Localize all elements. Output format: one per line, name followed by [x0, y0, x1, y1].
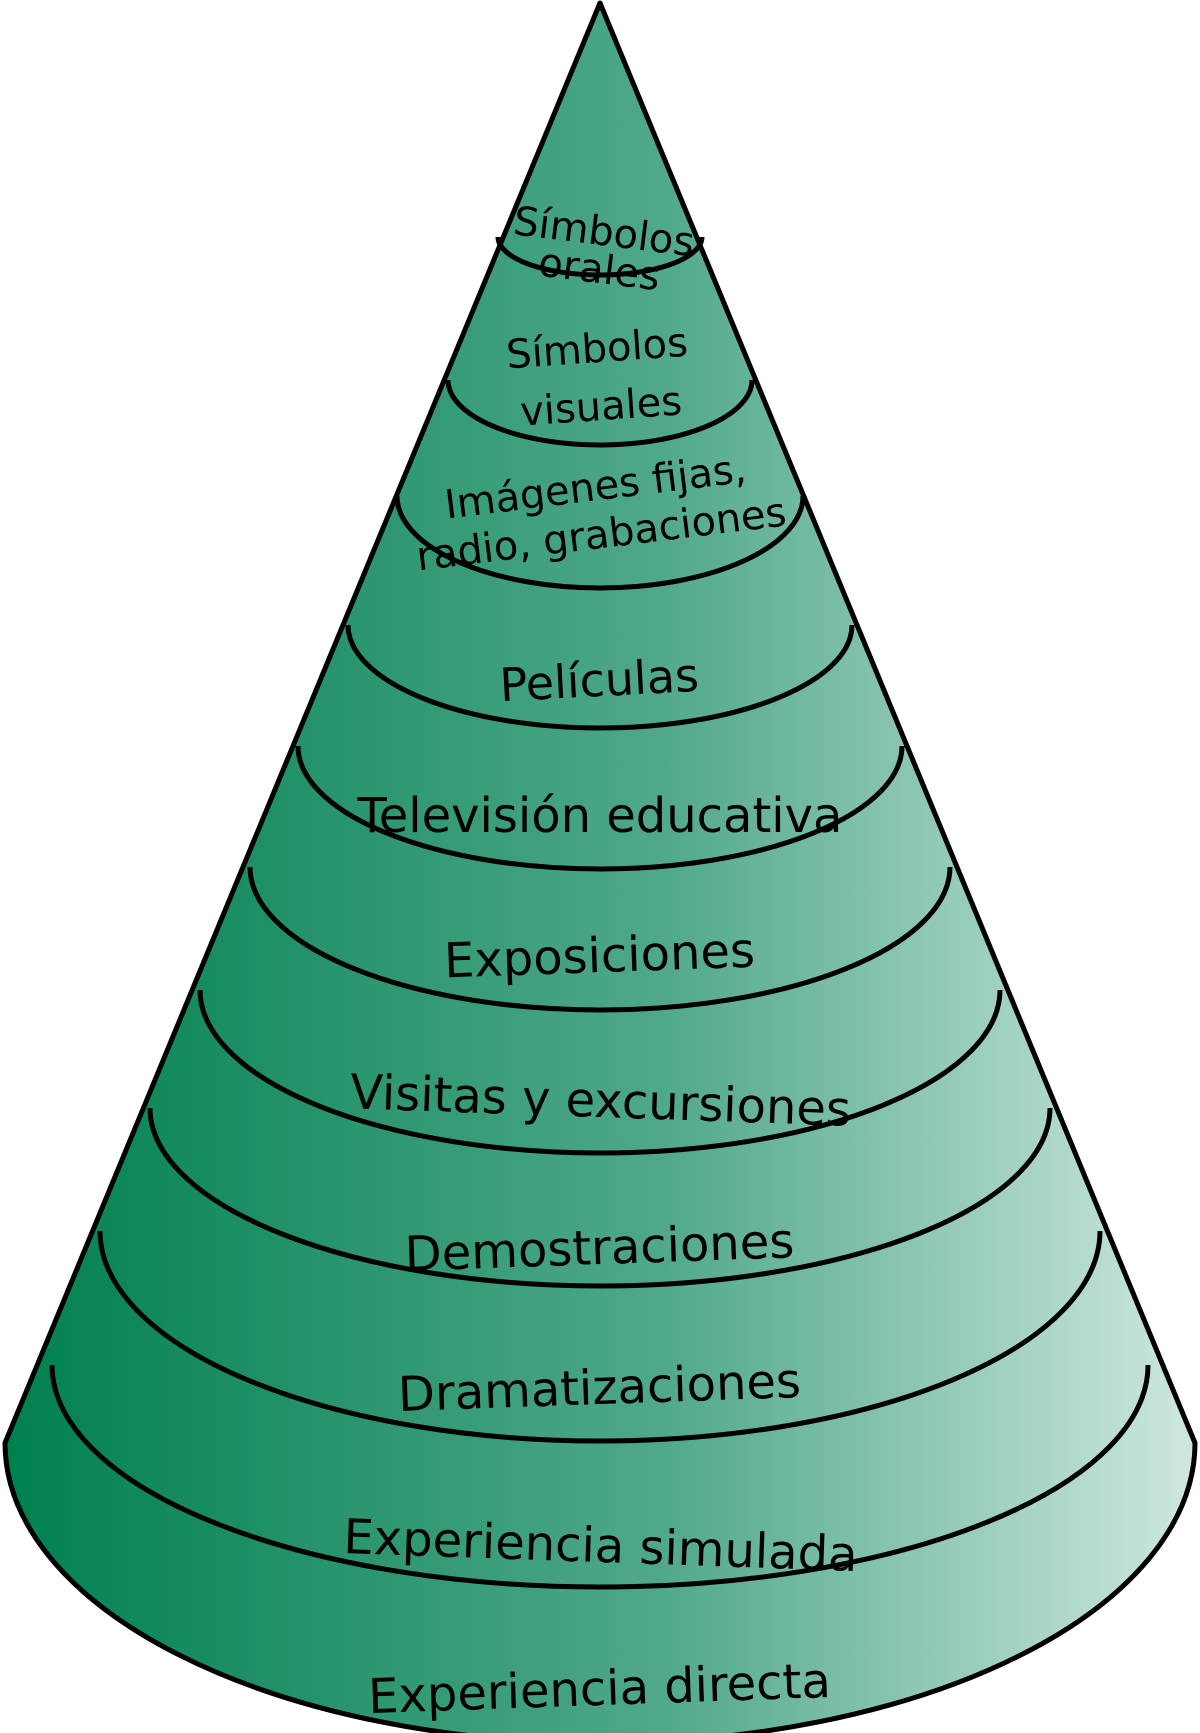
band-divider	[49, 1364, 1151, 1590]
band-label-line: visuales	[519, 378, 684, 435]
band-label-exposiciones: Exposiciones	[443, 923, 756, 990]
band-label-peliculas: Películas	[498, 648, 700, 712]
band-divider	[97, 1230, 1103, 1444]
band-divider	[495, 236, 705, 278]
band-dividers	[49, 236, 1151, 1590]
band-label-line: Televisión educativa	[357, 788, 843, 844]
band-divider	[345, 624, 855, 731]
band-divider	[295, 745, 905, 872]
band-label-line: Demostraciones	[404, 1213, 795, 1283]
band-divider	[445, 379, 755, 448]
band-divider	[394, 495, 806, 591]
band-label-demostraciones: Demostraciones	[404, 1213, 795, 1283]
band-label-television-educativa: Televisión educativa	[357, 788, 843, 844]
band-divider	[247, 866, 953, 1013]
band-divider	[147, 1107, 1053, 1289]
band-label-line: Películas	[498, 648, 700, 712]
band-label-line: Exposiciones	[443, 923, 756, 990]
band-divider	[197, 989, 1003, 1156]
